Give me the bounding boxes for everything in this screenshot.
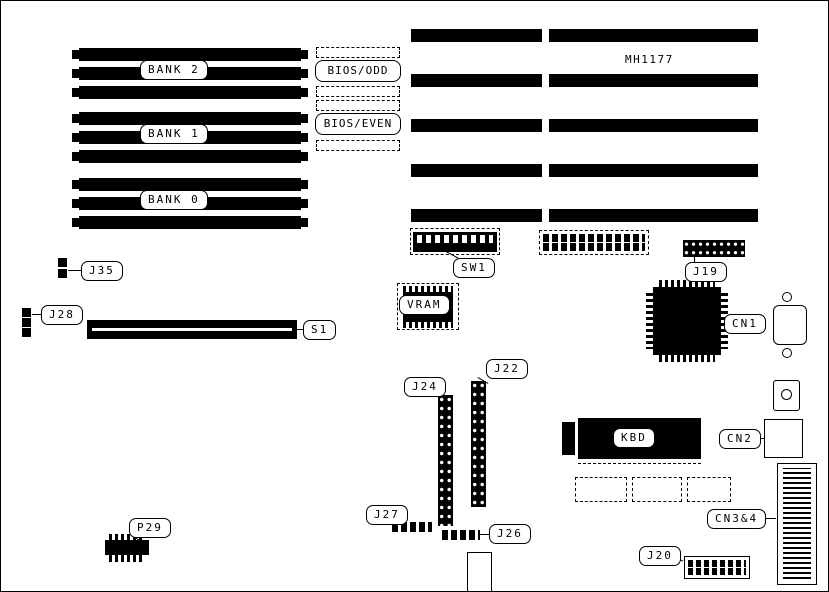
connector-j20 [684,556,750,579]
simm-slot [72,150,308,163]
pointer-line [32,314,41,315]
label-bank2: BANK 2 [140,60,208,80]
port-cn3-4 [777,463,817,585]
isa-slot [411,164,542,177]
simm-slot [72,178,308,191]
label-s1: S1 [303,320,337,340]
pointer-line [764,518,776,519]
chip-cn1 [653,287,721,355]
slot-j24 [438,395,453,526]
isa-slot [549,29,758,42]
chip-pins [403,322,453,328]
simm-slot [72,86,308,99]
slot-key [92,328,292,331]
connector-j28 [22,318,31,327]
connector-pins [109,555,145,562]
label-vram: VRAM [399,295,450,315]
dual-row-connector [539,230,649,255]
connector-j35 [58,269,67,278]
label-bios-odd: BIOS/ODD [315,60,401,82]
socket-outline [687,477,731,502]
pointer-line [694,257,695,263]
bios-socket [316,86,400,97]
board-cutout [467,552,492,591]
isa-slot [411,119,542,132]
port-cn2 [764,419,803,458]
pointer-line [480,534,493,535]
label-sw1: SW1 [453,258,495,278]
label-cn2: CN2 [719,429,761,449]
bios-socket [316,100,400,111]
isa-slot [411,209,542,222]
pointer-line [719,323,726,324]
isa-slot [411,29,542,42]
isa-slot [549,74,758,87]
bios-socket [316,140,400,151]
port-pin-circle [781,389,792,400]
label-j20: J20 [639,546,681,566]
chip-pins [403,286,453,292]
isa-slot [549,164,758,177]
isa-slot [549,119,758,132]
slot-s1 [87,320,297,339]
connector-j26 [442,530,480,540]
pointer-line [297,329,304,330]
chip-pins [659,280,715,287]
connector-j35 [58,258,67,267]
pointer-line [68,270,81,271]
connector-j19 [683,240,745,257]
label-bank0: BANK 0 [140,190,208,210]
screw-circle [782,348,792,358]
simm-slot [72,216,308,229]
port-cn1 [773,305,807,345]
dip-switch-sw1 [413,232,497,252]
bios-socket [316,47,400,58]
label-j24: J24 [404,377,446,397]
connector-pins [109,534,145,540]
label-j28: J28 [41,305,83,325]
label-j35: J35 [81,261,123,281]
simm-slot [72,112,308,125]
connector-j28 [22,308,31,317]
label-p29: P29 [129,518,171,538]
label-j19: J19 [685,262,727,282]
label-bios-even: BIOS/EVEN [315,113,401,135]
label-j27: J27 [366,505,408,525]
small-chip [562,422,575,455]
chip-pins [659,355,715,362]
screw-circle [782,292,792,302]
label-j22: J22 [486,359,528,379]
connector-p29 [105,540,149,555]
isa-slot [411,74,542,87]
chip-pins [646,293,653,349]
label-bank1: BANK 1 [140,124,208,144]
socket-dash [578,463,701,464]
isa-slot [549,209,758,222]
socket-outline [575,477,627,502]
board-model-label: MH1177 [625,53,674,66]
connector-j27 [392,522,432,532]
socket-outline [632,477,682,502]
simm-slot [72,48,308,61]
label-kbd: KBD [613,428,655,448]
label-cn3-4: CN3&4 [707,509,767,529]
slot-j22 [471,381,486,507]
label-j26: J26 [489,524,531,544]
connector-j28 [22,328,31,337]
label-cn1: CN1 [724,314,766,334]
